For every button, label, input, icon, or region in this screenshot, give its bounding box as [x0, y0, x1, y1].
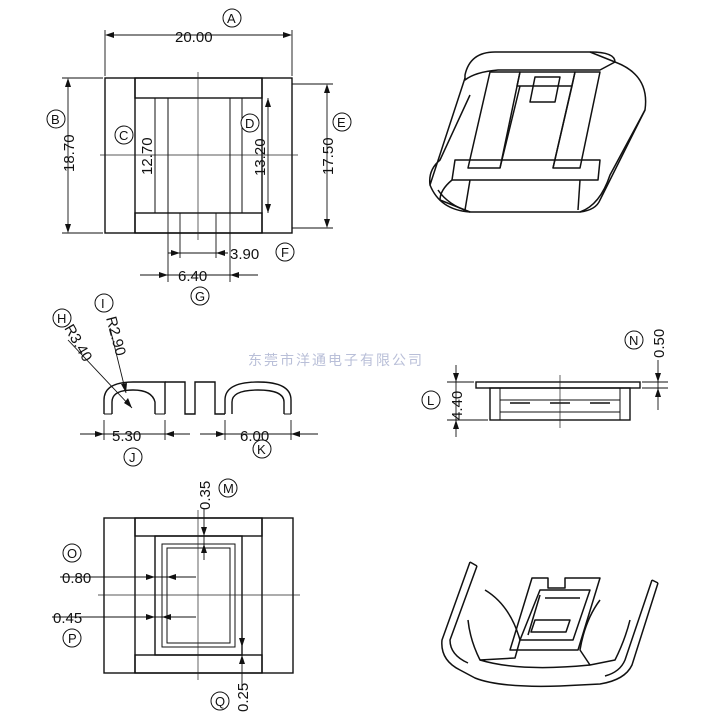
- callout-G: G: [195, 289, 205, 304]
- dim-N-value: 0.50: [651, 329, 668, 358]
- callout-B: B: [51, 112, 60, 127]
- isometric-view-top: [428, 51, 647, 213]
- dim-B-value: 18.70: [61, 134, 78, 172]
- dim-I-value: R2.90: [102, 315, 129, 358]
- dim-C-value: 12.70: [139, 137, 156, 175]
- top-view: 20.00 A 18.70 B 12.70 C 13.20 D 17.50 E: [46, 8, 352, 306]
- callout-D: D: [245, 116, 254, 131]
- callout-L: L: [427, 393, 434, 408]
- dim-E-value: 17.50: [320, 137, 337, 175]
- dim-Q-value: 0.25: [235, 683, 252, 712]
- callout-J: J: [129, 450, 136, 465]
- callout-I: I: [101, 296, 105, 311]
- callout-N: N: [629, 333, 638, 348]
- callout-C: C: [119, 128, 128, 143]
- callout-P: P: [68, 631, 77, 646]
- side-view-arcs: R3.40 R2.90 H I 5.30 J 6.00 K: [52, 293, 318, 467]
- callout-M: M: [223, 481, 234, 496]
- dim-H-value: R3.40: [61, 322, 96, 365]
- dim-G-value: 6.40: [178, 268, 207, 285]
- dim-L-value: 4.40: [449, 391, 466, 420]
- callout-K: K: [257, 442, 266, 457]
- dim-D-value: 13.20: [252, 138, 269, 176]
- bottom-view: 0.35 M 0.80 O 0.45 P 0.25 Q: [52, 478, 300, 712]
- company-watermark: 东莞市洋通电子有限公司: [248, 352, 424, 369]
- dim-F-value: 3.90: [230, 246, 259, 263]
- callout-F: F: [281, 245, 289, 260]
- dim-O-value: 0.80: [62, 570, 91, 587]
- callout-E: E: [337, 115, 346, 130]
- callout-O: O: [67, 546, 77, 561]
- dim-M-value: 0.35: [197, 481, 214, 510]
- isometric-view-bottom: [441, 561, 659, 688]
- callout-A: A: [227, 11, 236, 26]
- dim-J-value: 5.30: [112, 428, 141, 445]
- front-view: 4.40 L 0.50 N: [421, 329, 668, 437]
- callout-Q: Q: [215, 694, 225, 709]
- dim-P-value: 0.45: [53, 610, 82, 627]
- dim-A-value: 20.00: [175, 29, 213, 46]
- callout-H: H: [57, 311, 66, 326]
